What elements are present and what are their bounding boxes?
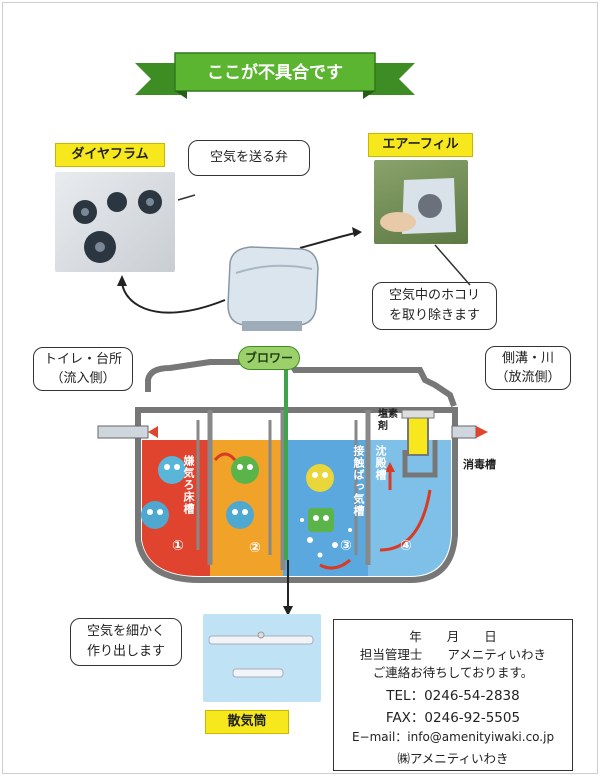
air-filter-callout-line1: 空気中のホコリ [388, 288, 480, 303]
chamber4-name: 沈殿槽 [374, 445, 387, 481]
page-title: ここが不具合です [207, 63, 343, 83]
septic-tank-diagram [97, 359, 488, 583]
contact-message: ご連絡お待ちしております。 [372, 665, 534, 680]
contact-email: E−mail：info@amenityiwaki.co.jp [351, 730, 555, 744]
diffuser-callout-line1: 空気を細かく [86, 624, 165, 639]
contact-box: 年 月 日 担当管理士 アメニティいわき ご連絡お待ちしております。 TEL：0… [333, 619, 573, 771]
outlet-line1: 側溝・川 [501, 351, 554, 366]
diffuser-photo [203, 614, 321, 702]
chamber3-name: 接触ばっ気槽 [352, 445, 365, 517]
chamber2-number: ② [249, 540, 261, 556]
chamber3-number: ③ [340, 538, 352, 554]
diaphragm-photo [55, 172, 175, 272]
title-banner [135, 52, 415, 99]
connector-arrows [117, 194, 471, 314]
diaphragm-tag: ダイヤフラム [55, 143, 165, 167]
chamber4-number: ④ [400, 538, 412, 554]
inlet-line2: （流入側） [50, 371, 116, 386]
chamber1-name: 嫌気ろ床槽 [182, 455, 195, 515]
disinfection-tank-label: 消毒槽 [463, 458, 496, 471]
inlet-callout: トイレ・台所 （流入側） [33, 347, 133, 391]
diaphragm-callout: 空気を送る弁 [188, 140, 310, 176]
diffuser-arrow [283, 560, 293, 616]
contact-fax: FAX：0246-92-5505 [385, 710, 521, 726]
air-filter-tag: エアーフィル [368, 133, 473, 157]
diffuser-callout-line2: 作り出します [86, 644, 165, 659]
air-filter-callout-line2: を取り除きます [388, 308, 480, 323]
blower-unit [227, 246, 319, 331]
contact-company: ㈱アメニティいわき [397, 751, 509, 766]
contact-date: 年 月 日 [409, 629, 497, 644]
chlorine-agent-label: 塩素剤 [378, 409, 398, 432]
outlet-callout: 側溝・川 （放流側） [485, 346, 571, 390]
diffuser-tag: 散気筒 [205, 710, 289, 734]
diffuser-callout: 空気を細かく 作り出します [70, 618, 182, 666]
inlet-line1: トイレ・台所 [43, 352, 122, 367]
outlet-line2: （放流側） [495, 370, 561, 385]
air-filter-photo [374, 160, 468, 244]
contact-manager: 担当管理士 アメニティいわき [359, 647, 547, 662]
contact-tel: TEL：0246-54-2838 [386, 688, 520, 704]
blower-label: ブロワー [238, 346, 300, 370]
chamber1-number: ① [172, 538, 184, 554]
air-filter-callout: 空気中のホコリ を取り除きます [372, 282, 497, 330]
